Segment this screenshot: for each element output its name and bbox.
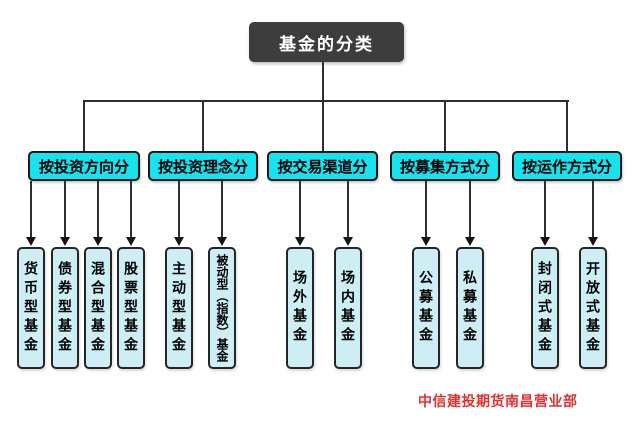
leaf-hybrid-fund: 混合型基金	[84, 247, 112, 369]
arrow-line	[299, 181, 301, 238]
leaf-label: 场内基金	[340, 270, 356, 346]
down-arrow-icon	[60, 237, 70, 246]
category-by-operation-mode: 按运作方式分	[512, 151, 622, 181]
arrow-line	[64, 181, 66, 238]
leaf-stock-fund: 股票型基金	[117, 247, 145, 369]
down-arrow-icon	[126, 237, 136, 246]
arrow-line	[97, 181, 99, 238]
category-label: 按募集方式分	[399, 158, 490, 176]
arrow-line	[221, 181, 223, 238]
down-arrow-icon	[174, 237, 184, 246]
leaf-open-end-fund: 开放式基金	[579, 247, 607, 369]
arrow-line	[130, 181, 132, 238]
leaf-label: 被动型（指数）基金	[215, 254, 229, 362]
category-by-investment-direction: 按投资方向分	[28, 151, 140, 181]
connector-stub	[322, 100, 324, 151]
root-label: 基金的分类	[279, 34, 374, 54]
down-arrow-icon	[295, 237, 305, 246]
leaf-label: 公募基金	[418, 270, 434, 346]
leaf-label: 封闭式基金	[537, 260, 553, 356]
leaf-label: 场外基金	[292, 270, 308, 346]
category-label: 按投资理念分	[157, 158, 248, 176]
leaf-label: 开放式基金	[585, 260, 601, 356]
down-arrow-icon	[540, 237, 550, 246]
leaf-label: 混合型基金	[90, 260, 106, 356]
connector-stub	[444, 100, 446, 151]
category-by-trading-channel: 按交易渠道分	[267, 151, 378, 181]
down-arrow-icon	[588, 237, 598, 246]
leaf-money-fund: 货币型基金	[17, 247, 45, 369]
down-arrow-icon	[465, 237, 475, 246]
arrow-line	[469, 181, 471, 238]
leaf-public-fund: 公募基金	[412, 247, 440, 369]
leaf-private-fund: 私募基金	[456, 247, 484, 369]
arrow-line	[592, 181, 594, 238]
connector-stub	[83, 100, 85, 151]
leaf-passive-index-fund: 被动型（指数）基金	[208, 247, 236, 369]
down-arrow-icon	[343, 237, 353, 246]
category-label: 按运作方式分	[521, 158, 612, 176]
down-arrow-icon	[421, 237, 431, 246]
category-by-investment-philosophy: 按投资理念分	[148, 151, 258, 181]
arrow-line	[544, 181, 546, 238]
leaf-label: 私募基金	[462, 270, 478, 346]
connector-stub	[202, 100, 204, 151]
category-label: 按交易渠道分	[277, 158, 368, 176]
arrow-line	[347, 181, 349, 238]
root-node: 基金的分类	[249, 22, 404, 62]
down-arrow-icon	[26, 237, 36, 246]
connector-rail	[84, 100, 569, 102]
leaf-closed-end-fund: 封闭式基金	[531, 247, 559, 369]
leaf-label: 债券型基金	[57, 260, 73, 356]
leaf-active-fund: 主动型基金	[165, 247, 193, 369]
leaf-label: 股票型基金	[123, 260, 139, 356]
leaf-otc-fund: 场外基金	[286, 247, 314, 369]
arrow-line	[425, 181, 427, 238]
down-arrow-icon	[217, 237, 227, 246]
arrow-line	[30, 181, 32, 238]
connector-trunk	[322, 62, 324, 102]
category-label: 按投资方向分	[38, 158, 129, 176]
leaf-bond-fund: 债券型基金	[51, 247, 79, 369]
leaf-label: 货币型基金	[23, 260, 39, 356]
leaf-exchange-fund: 场内基金	[334, 247, 362, 369]
arrow-line	[178, 181, 180, 238]
connector-stub	[566, 100, 568, 151]
down-arrow-icon	[93, 237, 103, 246]
footer-brand-text: 中信建投期货南昌营业部	[418, 393, 578, 409]
leaf-label: 主动型基金	[171, 260, 187, 356]
category-by-fundraising-method: 按募集方式分	[390, 151, 500, 181]
